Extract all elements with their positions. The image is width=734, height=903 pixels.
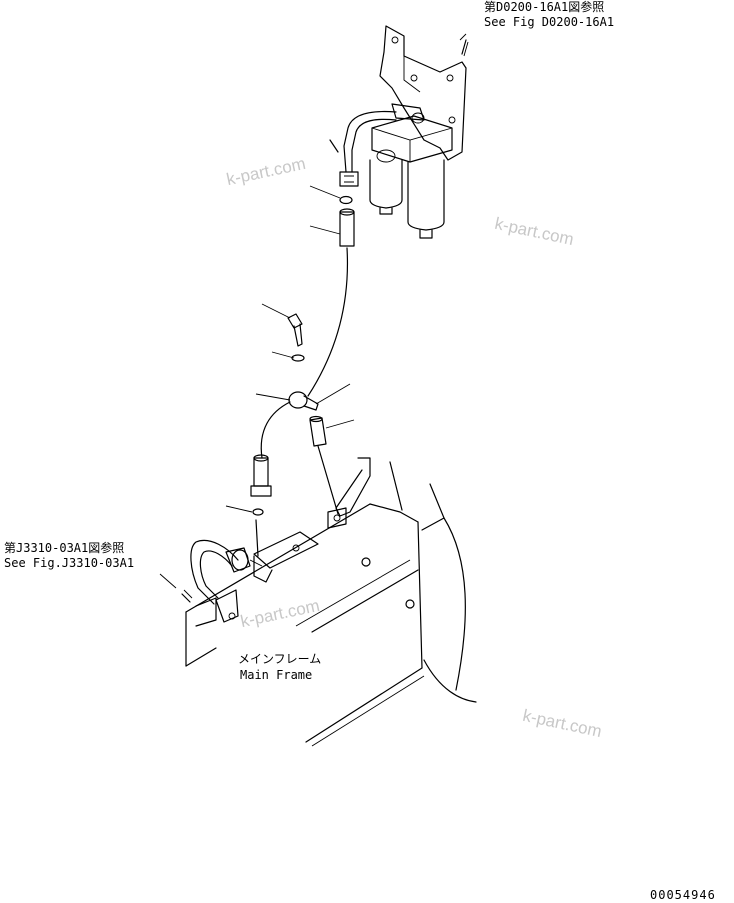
o-ring-upper <box>309 185 353 205</box>
drawing-number: 00054946 <box>650 888 716 902</box>
handrail-bracket <box>181 519 319 627</box>
ref-left-japanese: 第J3310-03A1図参照 <box>4 541 125 555</box>
hose-connector-upper <box>309 208 355 247</box>
o-ring-lower <box>225 505 264 516</box>
ref-leader-top <box>459 33 467 41</box>
bolt <box>261 303 303 347</box>
sleeve <box>309 415 355 447</box>
main-frame-label-english: Main Frame <box>240 668 313 682</box>
ref-left-english: See Fig.J3310-03A1 <box>4 556 135 570</box>
fuel-filter-assembly <box>329 25 469 239</box>
hose-clamp <box>255 383 351 411</box>
washer <box>271 351 305 362</box>
fuel-hose-upper <box>307 247 349 397</box>
hose-connector-lower <box>250 454 272 497</box>
drain-hose <box>317 445 339 515</box>
fuel-hose-lower <box>260 401 291 459</box>
support-bracket-right <box>327 457 371 529</box>
main-frame <box>185 461 477 747</box>
ref-top-english: See Fig D0200-16A1 <box>484 15 615 29</box>
ref-leader-left <box>159 573 177 589</box>
main-frame-label-japanese: メインフレーム <box>238 652 322 666</box>
ref-top-japanese: 第D0200-16A1図参照 <box>484 0 605 14</box>
